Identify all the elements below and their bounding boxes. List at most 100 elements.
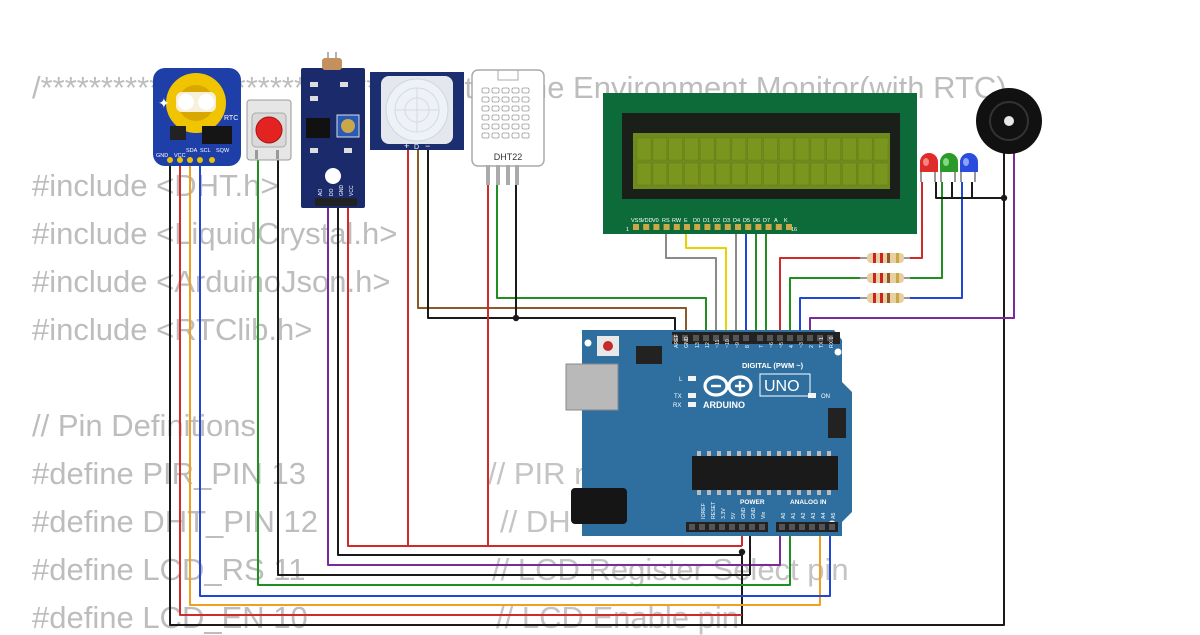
rtc-pin-gnd: GND (156, 153, 168, 159)
pin-gnd-2: GND (751, 507, 757, 519)
dht-vent-slot (511, 123, 520, 130)
dht-vent-slot (501, 132, 510, 139)
lcd-pin-rw: RW (672, 218, 682, 224)
lcd-character-cell (747, 162, 762, 186)
resistor-red-led (860, 253, 910, 263)
ldr-module[interactable]: AO DO GND VCC (301, 52, 365, 208)
mcu-pin (817, 451, 821, 456)
led-blue[interactable] (960, 153, 978, 182)
arduino-mcu (692, 456, 838, 490)
arduino-mount-hole-1 (584, 339, 592, 347)
resistor-green-led (860, 273, 910, 283)
pir-fresnel (394, 87, 440, 133)
mcu-pin (787, 490, 791, 495)
mcu-pin (697, 490, 701, 495)
dht-vent-slot (521, 114, 530, 121)
lcd-character-cell (636, 137, 652, 161)
dht-vent-slot (521, 87, 530, 94)
dht-vent-slot (491, 96, 500, 103)
power-pin-hole (699, 524, 705, 530)
buzzer[interactable] (976, 88, 1042, 154)
rtc-clip-right (198, 94, 214, 110)
lcd-pin-d5: D5 (743, 218, 750, 224)
wire-rtc-vcc (179, 165, 742, 616)
lcd-pin-holes (633, 224, 792, 230)
button-leg-left (255, 150, 258, 159)
power-pin-hole (689, 524, 695, 530)
led-green[interactable] (940, 153, 958, 182)
led-blue-lens (960, 153, 978, 172)
lcd-character-cells (636, 137, 889, 186)
dht22-sensor[interactable]: DHT22 (471, 69, 545, 185)
arduino-uno[interactable]: AREF GND 13 12 ~11 ~10 ~9 8 7 ~6 ~5 4 ~3… (565, 330, 852, 536)
dht-vent-slot (481, 114, 490, 121)
pin-7: 7 (759, 345, 765, 348)
resistor-2-band-4 (896, 273, 899, 283)
lcd-character-cell (731, 137, 747, 161)
pin-3: ~3 (799, 342, 805, 348)
arduino-reset-button[interactable] (603, 341, 613, 351)
dht-vent-slot (511, 132, 520, 139)
lcd-pin-hole (663, 224, 670, 230)
arduino-icsp-top (636, 346, 662, 364)
pin-10: ~10 (725, 339, 731, 348)
dht-vent-slot (481, 87, 490, 94)
wire-ldr-ao (327, 205, 781, 566)
ldr-board (301, 68, 365, 208)
digital-pin-hole (787, 335, 793, 341)
pin-vin: Vin (761, 511, 767, 519)
lcd-character-cell (699, 162, 715, 186)
ldr-resistor-1 (310, 82, 318, 87)
lcd-pin-k: K (784, 218, 788, 224)
pin-8: 8 (745, 345, 751, 348)
pir-sensor[interactable]: + D − (370, 72, 464, 151)
mcu-pin (817, 490, 821, 495)
digital-pin-hole (723, 335, 729, 341)
ldr-comparator-chip (306, 118, 330, 138)
wire-junctions (512, 194, 1008, 556)
power-pin-hole (749, 524, 755, 530)
digital-pin-hole (827, 335, 833, 341)
dht-vent-slot (501, 105, 510, 112)
arduino-usb-port[interactable] (565, 363, 619, 411)
led-red[interactable] (920, 153, 938, 182)
pir-pin-gnd: − (425, 141, 430, 151)
resistor-1-band-4 (896, 253, 899, 263)
arduino-power-pin-labels: IOREF RESET 3.3V 5V GND GND Vin (701, 501, 767, 519)
lcd-pin-hole (765, 224, 772, 230)
ldr-pot-knob[interactable] (341, 119, 355, 133)
ldr-led (325, 168, 341, 184)
pin-gnd-1: GND (741, 507, 747, 519)
digital-pin-hole (767, 335, 773, 341)
button-cap[interactable] (255, 116, 283, 144)
dht-vent-slot (491, 132, 500, 139)
arduino-led-on (808, 393, 816, 398)
rtc-chip-label: RTC (224, 115, 238, 122)
lcd-character-cell (778, 137, 794, 161)
junction-dht-gnd (512, 314, 520, 322)
rtc-module[interactable]: RTC ✦ GND VCC SDA SCL SQW (153, 68, 241, 166)
arduino-power-jack[interactable] (571, 488, 627, 524)
push-button[interactable] (246, 99, 292, 161)
lcd-pin-d3: D3 (723, 218, 730, 224)
wire-led-gnd-bus (935, 182, 1004, 199)
ldr-header (315, 198, 357, 206)
rtc-pin-sda-dot (187, 157, 193, 163)
ldr-components (310, 82, 352, 153)
lcd-display[interactable]: VSS VDD V0 RS RW E D0 D1 D2 D3 D4 D5 D6 … (603, 93, 917, 234)
rtc-crystal (170, 126, 186, 140)
junction-led-gnd (1000, 194, 1008, 202)
arduino-logo-left-ring (703, 375, 729, 397)
dht-pin-4 (515, 165, 519, 185)
dht-vent-slot (501, 123, 510, 130)
lcd-character-cell (857, 162, 873, 186)
arduino-digital-label: DIGITAL (PWM ~) (742, 361, 804, 370)
mcu-pin (737, 490, 741, 495)
mcu-pin (727, 490, 731, 495)
leds[interactable] (920, 153, 978, 182)
ldr-pin-ao: AO (318, 189, 324, 196)
pir-pin-out: D (414, 144, 419, 151)
lcd-pin-hole (694, 224, 701, 230)
lcd-pin-d4: D4 (733, 218, 740, 224)
ldr-resistor-3 (310, 96, 318, 101)
